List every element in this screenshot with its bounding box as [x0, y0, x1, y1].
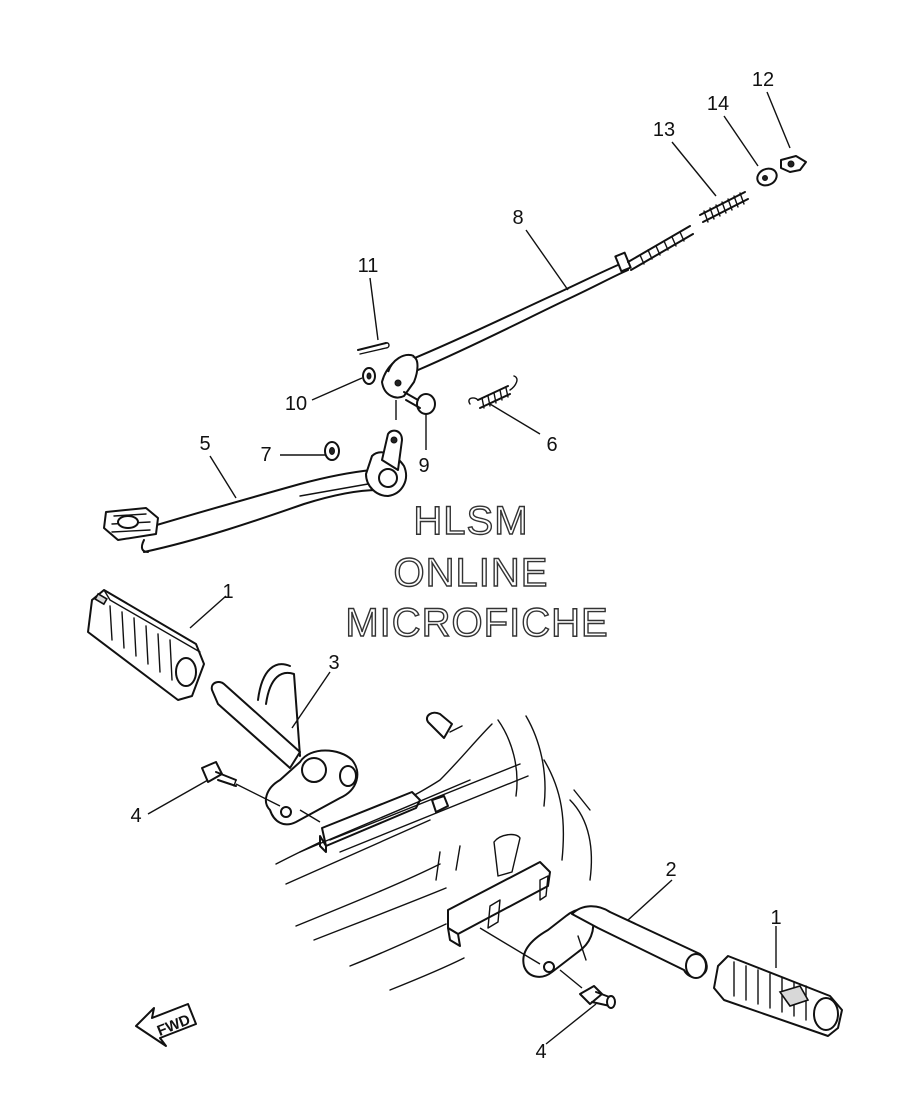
callout-11: 11	[358, 255, 379, 277]
watermark-line-2: ONLINE	[394, 551, 549, 595]
assembly-lines	[235, 400, 583, 989]
frame	[275, 711, 593, 991]
callout-6: 6	[546, 434, 557, 456]
callout-1-left: 1	[222, 581, 233, 603]
callout-10: 10	[285, 393, 307, 415]
brake-pedal	[103, 429, 407, 553]
callout-3: 3	[328, 652, 339, 674]
fwd-arrow-icon: FWD	[135, 1003, 197, 1047]
adjuster-nut	[756, 167, 778, 187]
callout-14: 14	[707, 93, 729, 115]
callout-12: 12	[752, 69, 774, 91]
cotter-pin	[357, 342, 390, 355]
cable-spring	[699, 191, 749, 223]
watermark-line-1: HLSM	[413, 499, 528, 543]
footrest-rubber-right	[713, 955, 843, 1037]
clevis-pin	[403, 391, 436, 415]
footrest-bracket-left	[210, 663, 359, 826]
return-spring	[468, 375, 518, 409]
watermark: HLSM ONLINE MICROFICHE	[345, 498, 609, 645]
callout-1-right: 1	[770, 907, 781, 929]
footrest-bracket-right	[522, 905, 708, 979]
footrest-rubber-left	[87, 589, 205, 701]
callout-9: 9	[418, 455, 429, 477]
callout-2: 2	[665, 859, 676, 881]
callout-4-left: 4	[130, 805, 141, 827]
washer	[362, 367, 376, 385]
callout-labels: 12 14 13 8 11 10 9 6 7 5 1 3 4 2 1 4	[130, 69, 781, 1063]
watermark-line-3: MICROFICHE	[345, 601, 608, 645]
rod-clevis	[381, 354, 419, 399]
callout-8: 8	[512, 207, 523, 229]
leader-lines	[147, 91, 791, 1045]
bolt-right	[579, 985, 616, 1009]
callout-4-right: 4	[535, 1041, 546, 1063]
bolt-left	[201, 761, 237, 787]
pedal-washer	[324, 441, 340, 461]
callout-5: 5	[199, 433, 210, 455]
end-fitting	[780, 155, 807, 173]
callout-13: 13	[653, 119, 675, 141]
callout-7: 7	[260, 444, 271, 466]
brake-rod	[409, 225, 694, 371]
